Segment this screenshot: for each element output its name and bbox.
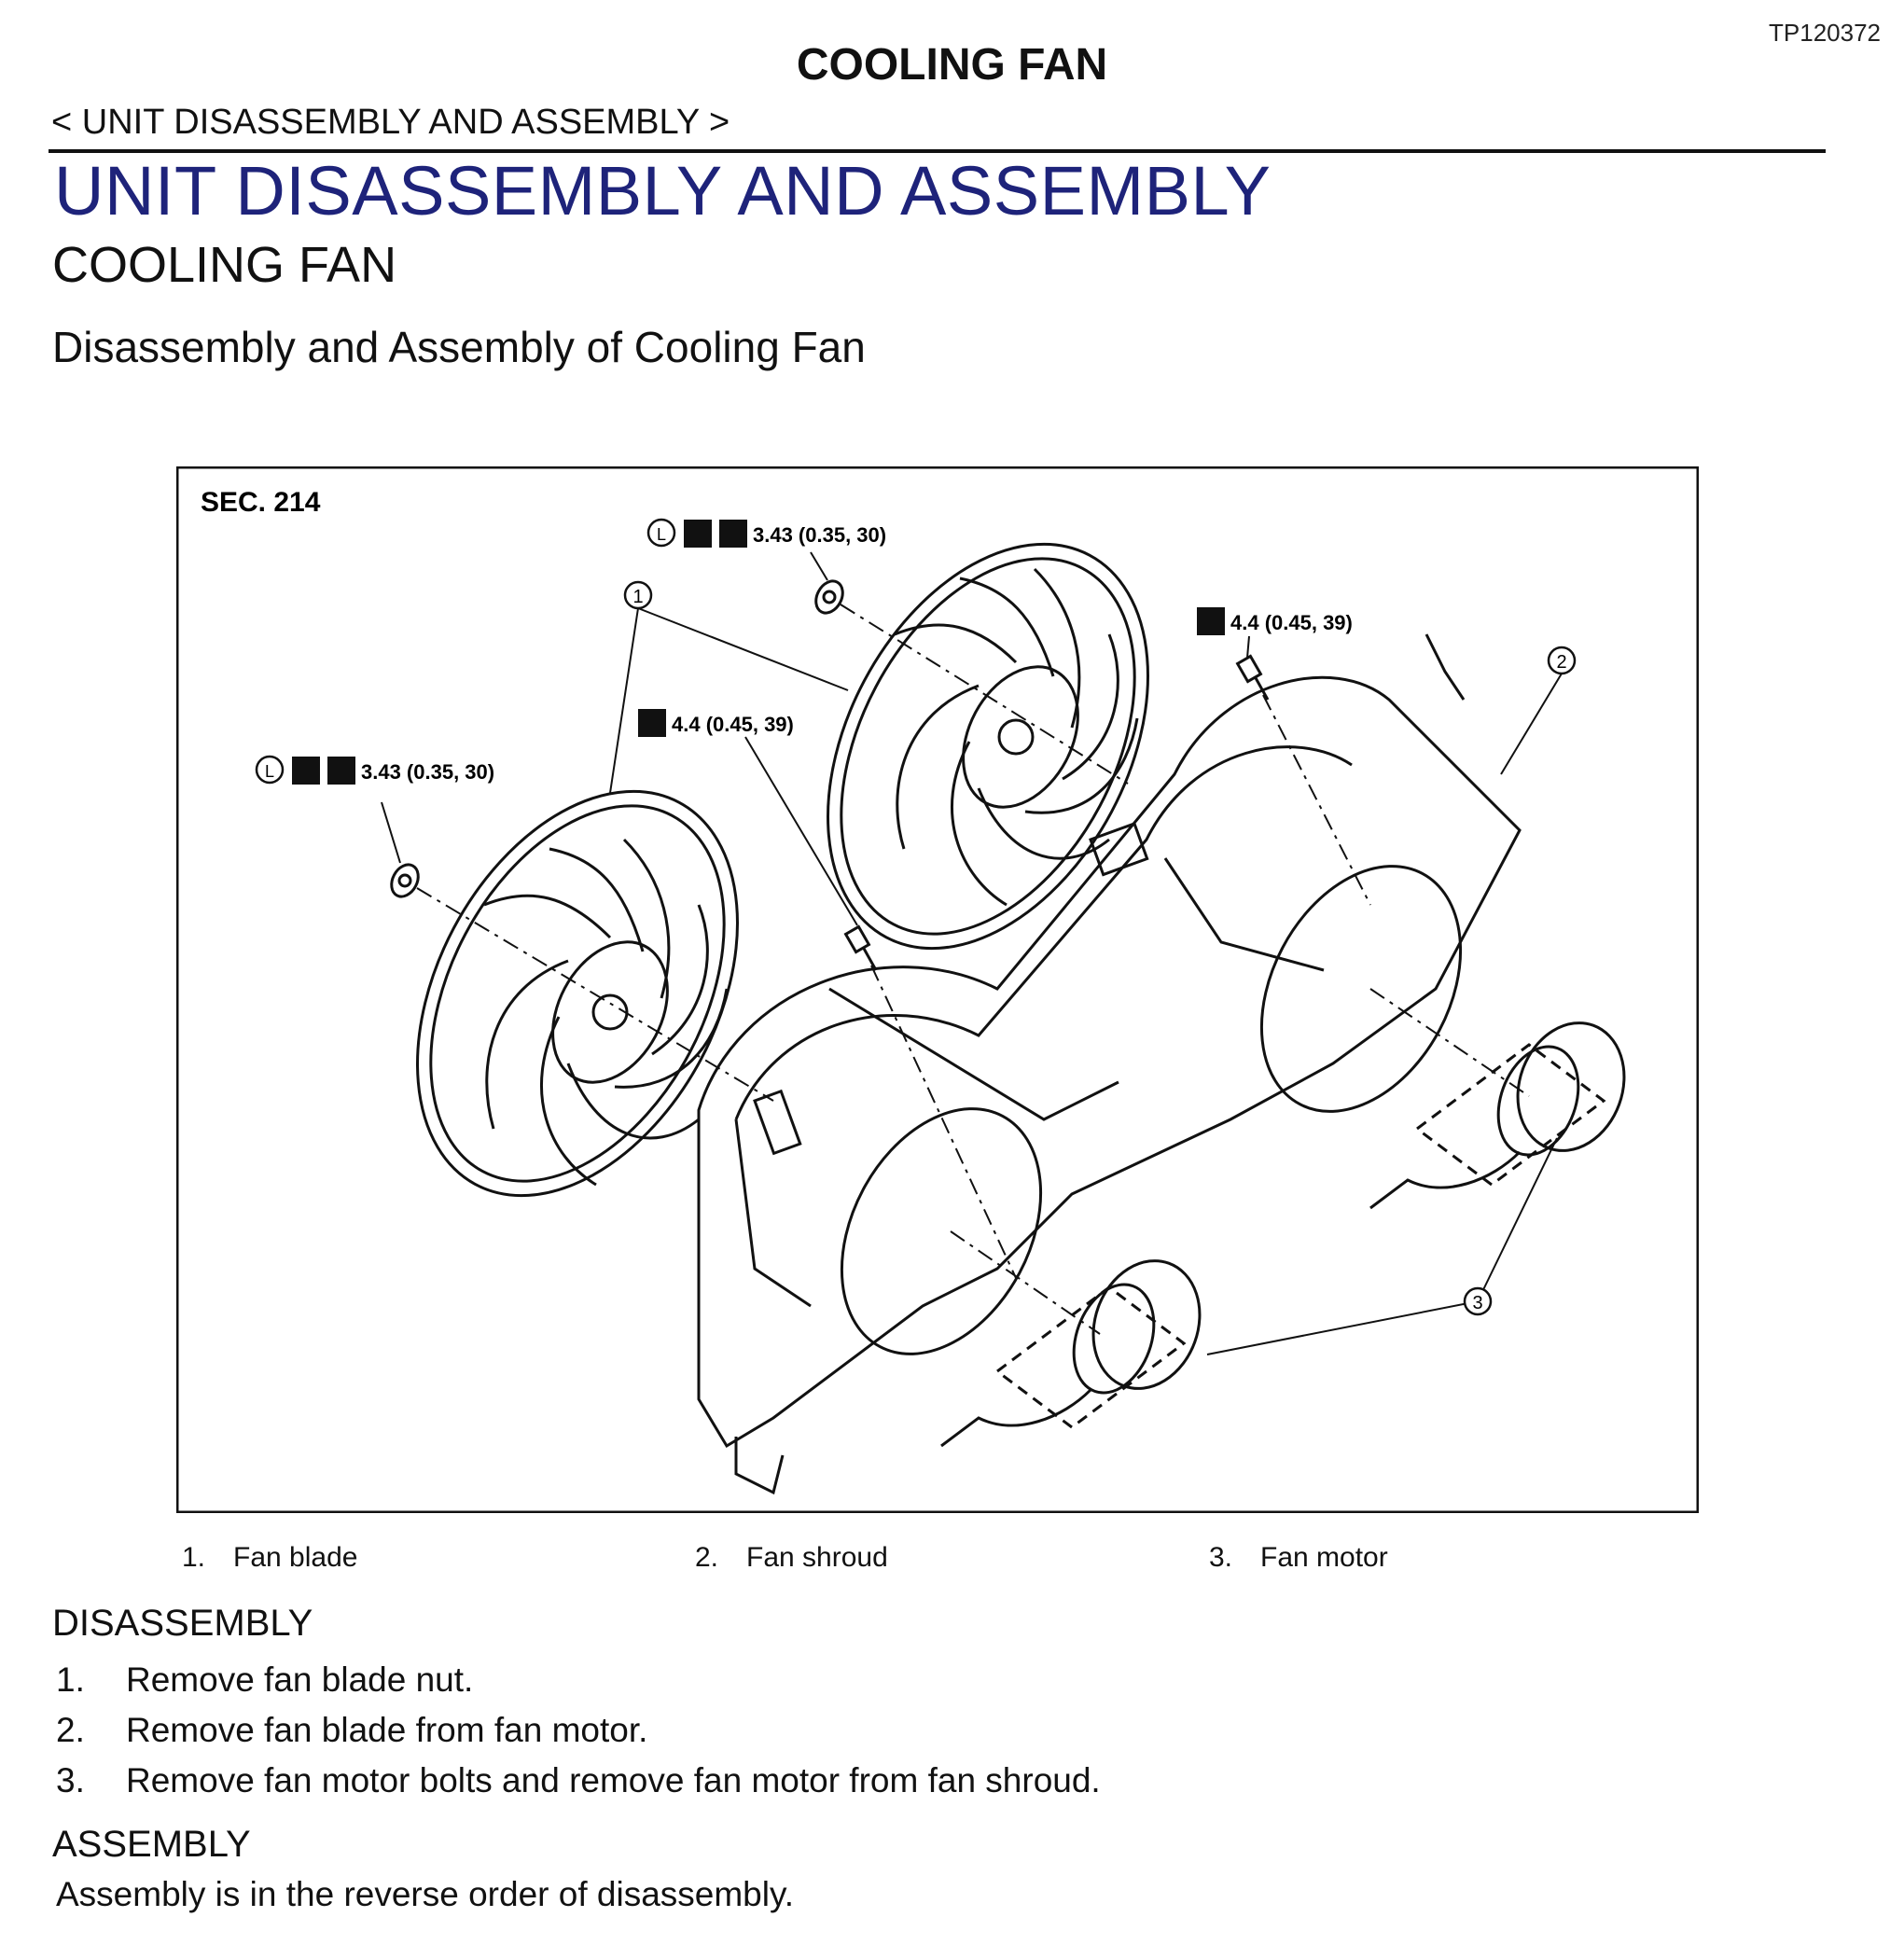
torque-label-bolt-mid: 4.4 (0.45, 39) [638,709,794,737]
header-title: COOLING FAN [796,40,1108,90]
exploded-view-figure: SEC. 214 [176,466,1699,1513]
lock-icon [255,755,285,785]
motor-bolt-mid [843,924,878,971]
legend-number: 1. [182,1542,206,1573]
legend-number: 3. [1209,1542,1233,1573]
torque-label-bolt-right: 4.4 (0.45, 39) [1197,607,1353,635]
motor-bolt-right [1235,654,1270,701]
sealant-icon [292,757,320,785]
subsection-title: COOLING FAN [52,237,397,293]
legend-item-fan-motor: 3. Fan motor [1209,1542,1388,1574]
legend-label: Fan shroud [746,1542,888,1573]
assembly-note: Assembly is in the reverse order of disa… [56,1875,795,1913]
svg-text:3.43 (0.35, 30): 3.43 (0.35, 30) [753,523,886,547]
legend-item-fan-blade: 1. Fan blade [182,1542,357,1574]
sec-label: SEC. 214 [201,487,321,518]
fan-blade-nut-left [390,863,420,898]
fan-blade-top [827,542,1149,951]
lock-icon [646,518,676,548]
document-code: TP120372 [1769,19,1881,47]
legend-label: Fan motor [1260,1542,1388,1573]
svg-text:2: 2 [1556,652,1566,673]
header-rule [49,149,1826,153]
breadcrumb: < UNIT DISASSEMBLY AND ASSEMBLY > [51,103,730,142]
assembly-heading: ASSEMBLY [52,1824,251,1865]
step-number: 3. [56,1761,85,1799]
step-number: 2. [56,1711,85,1749]
step-number: 1. [56,1660,85,1699]
fan-shroud [697,633,1522,1495]
fan-motor-upper [1369,1021,1626,1210]
section-title: UNIT DISASSEMBLY AND ASSEMBLY [54,152,1272,229]
legend-label: Fan blade [233,1542,358,1573]
svg-text:4.4 (0.45, 39): 4.4 (0.45, 39) [672,713,794,736]
torque-wrench-icon [638,709,666,737]
svg-text:1: 1 [632,587,643,607]
fan-blade-nut-top [814,579,844,615]
fan-blade-left [416,789,739,1198]
torque-label-nut-top: L 3.43 (0.35, 30) [646,518,886,548]
figure-frame [176,466,1699,1513]
step-text: Remove fan motor bolts and remove fan mo… [126,1761,1101,1799]
disassembly-step: 3. Remove fan motor bolts and remove fan … [56,1761,1101,1800]
disassembly-step: 2. Remove fan blade from fan motor. [56,1711,647,1750]
procedure-title: Disassembly and Assembly of Cooling Fan [52,323,866,371]
svg-text:4.4 (0.45, 39): 4.4 (0.45, 39) [1230,611,1353,634]
torque-wrench-icon [327,757,355,785]
callout-3: 3 [1463,1286,1493,1316]
leader-lines [381,551,1563,1355]
legend-item-fan-shroud: 2. Fan shroud [695,1542,888,1574]
disassembly-step: 1. Remove fan blade nut. [56,1660,473,1700]
disassembly-heading: DISASSEMBLY [52,1603,313,1644]
torque-wrench-icon [719,520,747,548]
torque-label-nut-left: L 3.43 (0.35, 30) [255,755,494,785]
svg-text:3: 3 [1472,1293,1482,1313]
legend-number: 2. [695,1542,719,1573]
torque-wrench-icon [1197,607,1225,635]
assembly-axis-lines [416,604,1530,1335]
callout-1: 1 [623,580,653,610]
sealant-icon [684,520,712,548]
svg-text:L: L [265,762,274,781]
callout-2: 2 [1547,646,1577,675]
svg-text:3.43 (0.35, 30): 3.43 (0.35, 30) [361,760,494,784]
svg-text:L: L [657,525,666,544]
step-text: Remove fan blade from fan motor. [126,1711,648,1749]
step-text: Remove fan blade nut. [126,1660,474,1699]
